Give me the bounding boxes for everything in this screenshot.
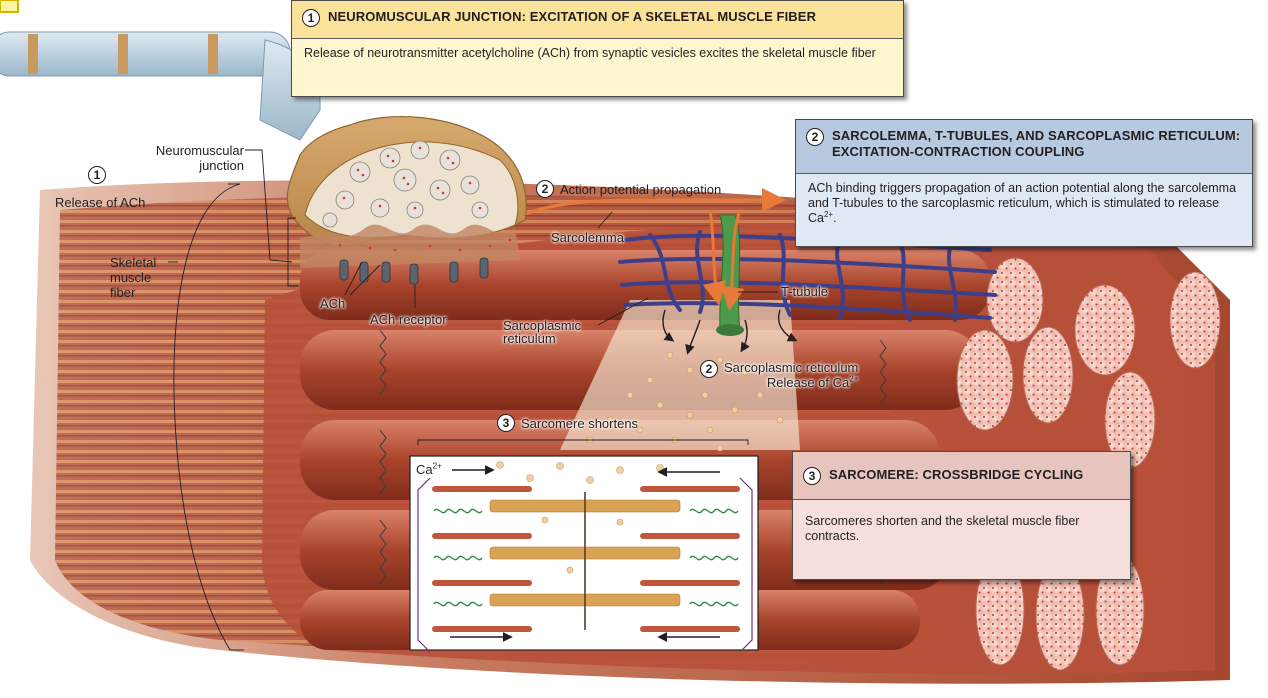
- label-sarcomere-shortens-text: Sarcomere shortens: [521, 415, 639, 431]
- panel-description: ACh binding triggers propagation of an a…: [796, 174, 1252, 234]
- synaptic-vesicles: [322, 140, 512, 252]
- panel-description: Release of neurotransmitter acetylcholin…: [304, 46, 876, 60]
- ach-receptors: [339, 257, 489, 285]
- calcium-release-arrows: [662, 309, 798, 355]
- panel-crossbridge-cycling-header: 3 SARCOMERE: CROSSBRIDGE CYCLING: [793, 452, 1130, 500]
- step-number-badge: 1: [302, 9, 320, 27]
- label-sarcomere-shortens: 3 Sarcomere shortens: [497, 414, 638, 432]
- panel-crossbridge-cycling: 3 SARCOMERE: CROSSBRIDGE CYCLING Sarcome…: [792, 451, 1131, 580]
- superscript: 2+: [823, 209, 834, 219]
- label-action-potential: 2 Action potential propagation: [536, 180, 721, 198]
- label-sr-release-line2: Release of Ca: [766, 375, 850, 390]
- label-skeletal-muscle-fiber: Skeletal muscle fiber: [110, 255, 157, 300]
- panel-neuromuscular-junction: 1 NEUROMUSCULAR JUNCTION: EXCITATION OF …: [291, 0, 904, 97]
- panel-excitation-contraction-coupling-header: 2 SARCOLEMMA, T-TUBULES, AND SARCOPLASMI…: [796, 120, 1252, 174]
- label-sarcoplasmic-reticulum: Sarcoplasmic reticulum: [503, 318, 582, 346]
- panel-description-end: .: [833, 211, 837, 225]
- panel-excitation-contraction-coupling: 2 SARCOLEMMA, T-TUBULES, AND SARCOPLASMI…: [795, 119, 1253, 247]
- label-ach: ACh: [320, 296, 346, 311]
- panel-description-text: ACh binding triggers propagation of an a…: [808, 181, 1237, 225]
- label-ach-receptor: ACh receptor: [370, 312, 447, 327]
- label-neuromuscular-junction: Neuromuscular junction: [155, 143, 244, 173]
- label-sr-release-text: Sarcoplasmic reticulum Release of Ca2+: [724, 360, 858, 390]
- corner-tag: [0, 0, 19, 13]
- panel-title: SARCOMERE: CROSSBRIDGE CYCLING: [829, 467, 1084, 482]
- sarcoplasmic-reticulum-network: [618, 230, 997, 322]
- label-action-potential-text: Action potential propagation: [560, 181, 722, 197]
- calcium-release-zone: [560, 300, 800, 450]
- panel-title: NEUROMUSCULAR JUNCTION: EXCITATION OF A …: [328, 9, 817, 24]
- label-sr-release-line1: Sarcoplasmic reticulum: [724, 360, 859, 375]
- step-number-badge: 2: [536, 180, 554, 198]
- label-sarcolemma: Sarcolemma: [551, 230, 624, 245]
- label-calcium-text: Ca: [416, 462, 433, 477]
- sarcomere-inset: [409, 455, 759, 653]
- superscript: 2+: [432, 461, 442, 471]
- label-release-ach: Release of ACh: [55, 195, 146, 210]
- step-number-badge: 2: [806, 128, 824, 146]
- panel-title: SARCOLEMMA, T-TUBULES, AND SARCOPLASMIC …: [832, 128, 1241, 159]
- step-number-badge: 3: [803, 467, 821, 485]
- label-sr-release: 2 Sarcoplasmic reticulum Release of Ca2+: [700, 360, 858, 390]
- superscript: 2+: [849, 374, 859, 384]
- label-release-ach-step: 1: [88, 166, 112, 184]
- leader-lines: [168, 149, 778, 651]
- label-calcium: Ca2+: [416, 462, 442, 477]
- panel-description: Sarcomeres shorten and the skeletal musc…: [805, 514, 1080, 543]
- step-number-badge: 2: [700, 360, 718, 378]
- label-t-tubule: T-tubule: [781, 284, 828, 299]
- myofibril-cross-sections: [956, 257, 1221, 671]
- panel-neuromuscular-junction-header: 1 NEUROMUSCULAR JUNCTION: EXCITATION OF …: [292, 1, 903, 39]
- step-number-badge: 1: [88, 166, 106, 184]
- calcium-ions: [586, 351, 784, 452]
- axon: [0, 31, 321, 141]
- step-number-badge: 3: [497, 414, 515, 432]
